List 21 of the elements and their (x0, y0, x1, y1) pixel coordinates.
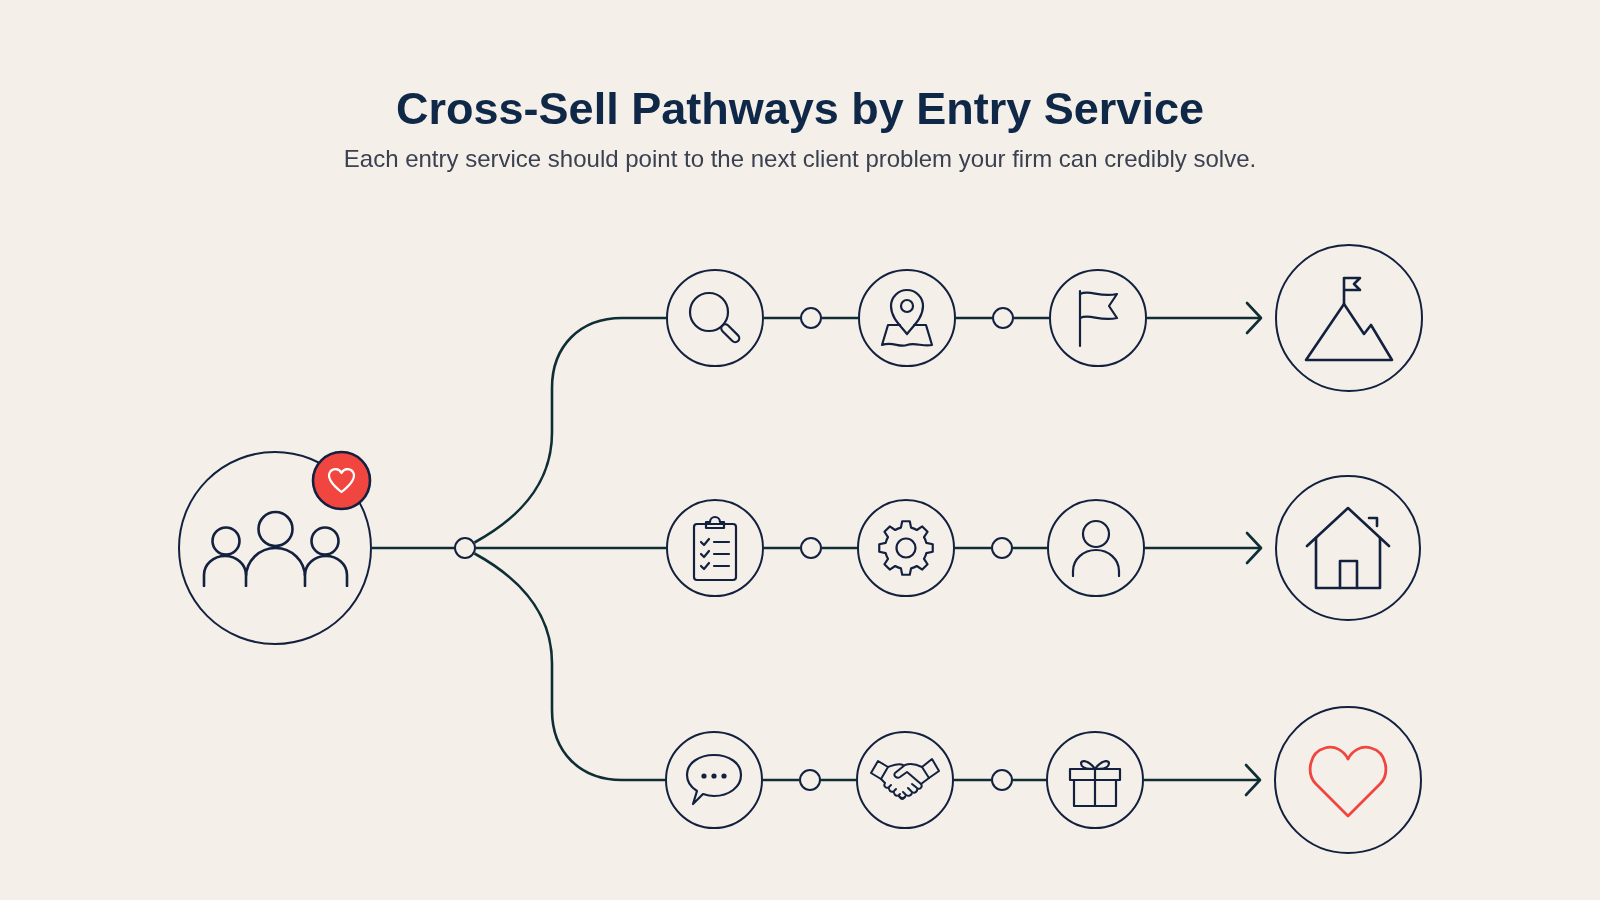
arrow (1147, 301, 1263, 335)
connector-line (473, 316, 666, 544)
connector-line (822, 316, 858, 320)
connector-line (473, 552, 665, 782)
connector-line (476, 546, 666, 550)
connector-line (764, 546, 800, 550)
connector-line (1013, 546, 1047, 550)
connector-line (956, 316, 992, 320)
connector-line (955, 546, 991, 550)
title: Cross-Sell Pathways by Entry Service (396, 82, 1204, 136)
subtitle: Each entry service should point to the next client problem your firm can credibly solve. (343, 144, 1257, 174)
connector-line (763, 778, 799, 782)
arrow (1144, 763, 1262, 797)
connector-line (954, 778, 991, 782)
connector-line (1014, 316, 1049, 320)
connector-line (822, 546, 857, 550)
connector-line (372, 546, 454, 550)
connector-line (1013, 778, 1046, 782)
connector-line (764, 316, 800, 320)
connector-line (821, 778, 856, 782)
arrow (1145, 531, 1263, 565)
